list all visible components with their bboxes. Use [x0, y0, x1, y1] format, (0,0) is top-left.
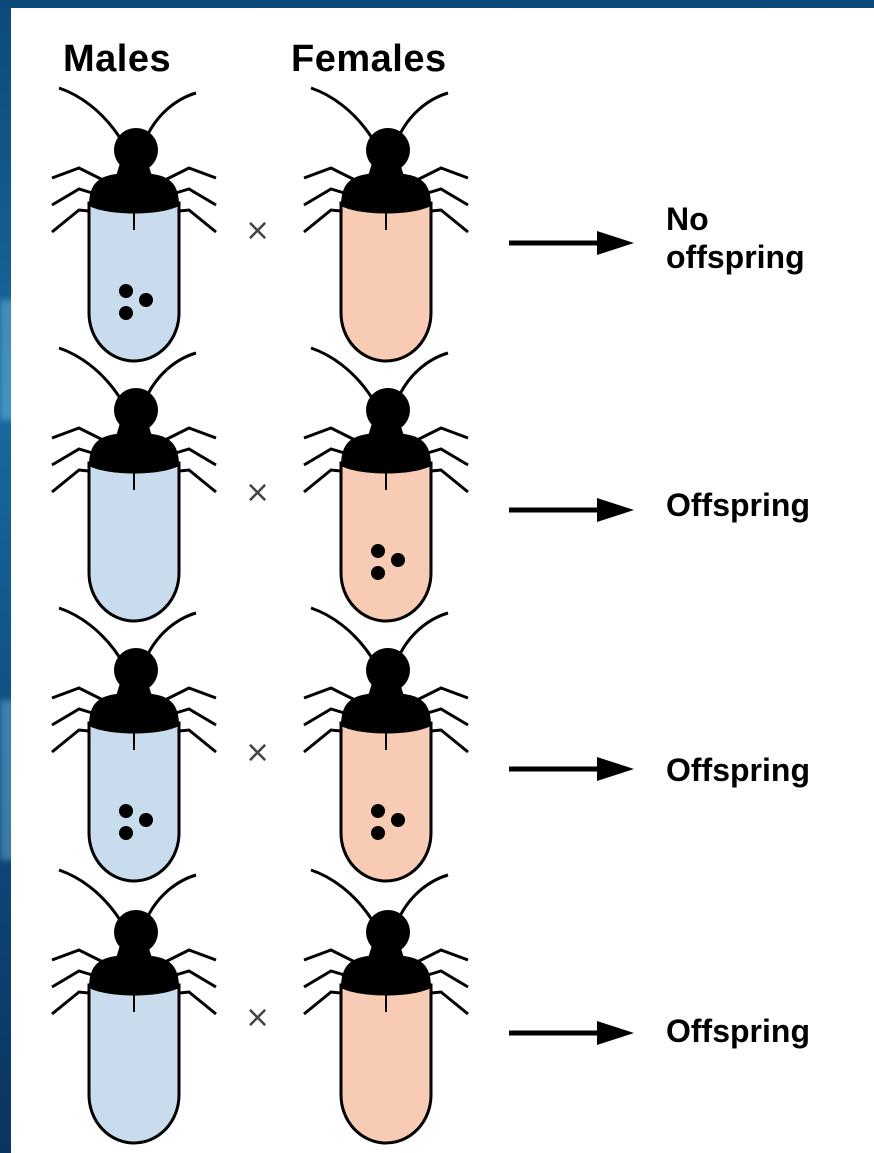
cross-symbol: × — [245, 213, 269, 248]
female-insect-icon — [304, 88, 468, 361]
result-line: offspring — [666, 238, 805, 276]
right-arrow-icon — [509, 1018, 639, 1048]
male-insect-icon — [52, 348, 216, 621]
female-insect-icon — [304, 870, 468, 1143]
right-arrow-icon — [509, 754, 639, 784]
male-insect-icon — [52, 870, 216, 1143]
result-label: Offspring — [666, 1012, 810, 1050]
diagram-panel: Males Females × No offspring × Offspring… — [11, 8, 874, 1153]
right-arrow-icon — [509, 495, 639, 525]
result-line: No — [666, 200, 805, 238]
cross-symbol: × — [245, 475, 269, 510]
result-label: Offspring — [666, 751, 810, 789]
female-insect-icon — [304, 608, 468, 881]
result-line: Offspring — [666, 1012, 810, 1050]
result-label: Offspring — [666, 486, 810, 524]
result-line: Offspring — [666, 486, 810, 524]
insects-layer — [11, 8, 874, 1153]
female-insect-icon — [304, 348, 468, 621]
cross-symbol: × — [245, 1000, 269, 1035]
result-line: Offspring — [666, 751, 810, 789]
right-arrow-icon — [509, 228, 639, 258]
result-label: No offspring — [666, 200, 805, 276]
cross-symbol: × — [245, 735, 269, 770]
male-insect-icon — [52, 88, 216, 361]
male-insect-icon — [52, 608, 216, 881]
